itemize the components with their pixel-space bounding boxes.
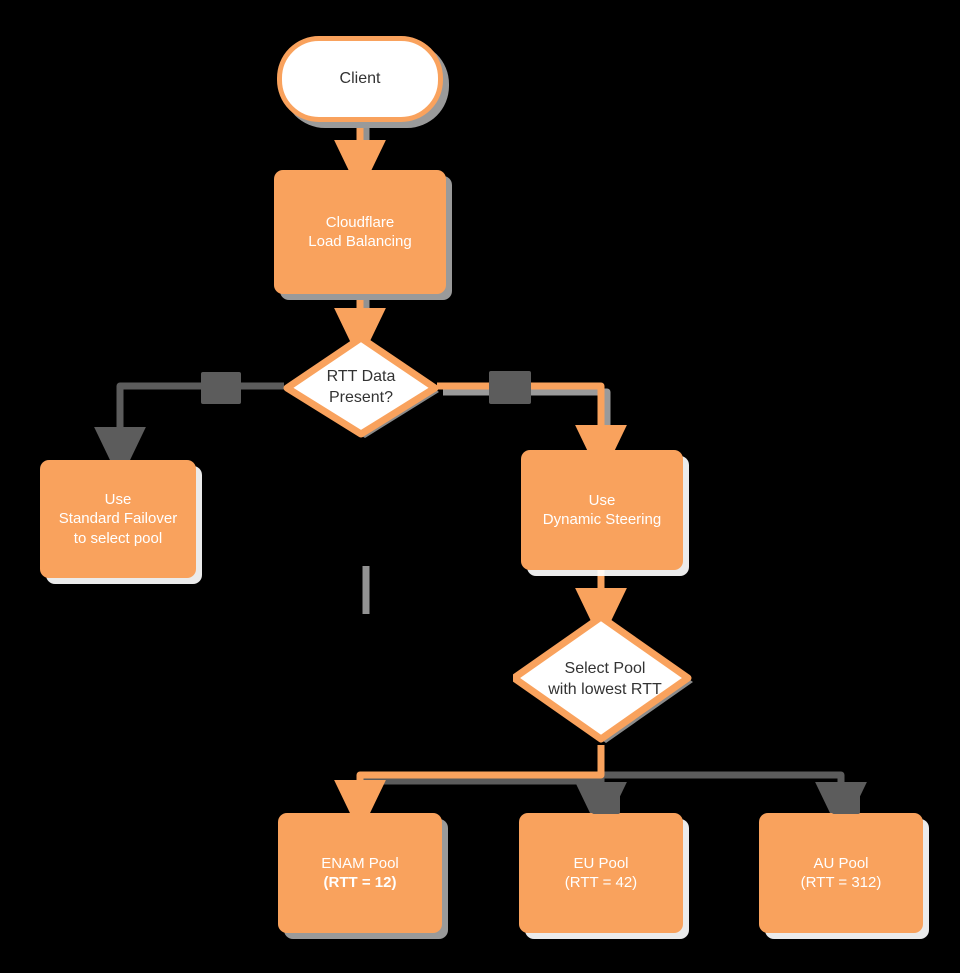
node-enam-pool-line2: (RTT = 12) [323, 874, 397, 891]
node-eu-pool-line2: (RTT = 42) [564, 874, 638, 891]
select-pool-diamond-shape [513, 613, 693, 743]
edge-label-rtt-no [201, 372, 241, 404]
node-standard-failover[interactable]: Use Standard Failover to select pool [40, 460, 196, 578]
edge-label-rtt-yes [489, 371, 531, 404]
node-au-pool-line2: (RTT = 312) [800, 874, 882, 891]
node-standard-failover-line1: Use [104, 490, 132, 508]
node-eu-pool[interactable]: EU Pool (RTT = 42) [519, 813, 683, 933]
node-au-pool[interactable]: AU Pool (RTT = 312) [759, 813, 923, 933]
node-enam-pool-line1: ENAM Pool [321, 854, 399, 872]
node-eu-pool-line1: EU Pool [573, 854, 629, 872]
node-client[interactable]: Client [277, 36, 443, 122]
edge-select-pool-to-enam-pool [334, 745, 605, 834]
node-cloudflare-load-balancing-line1: Cloudflare [325, 213, 395, 231]
node-select-pool-lowest-rtt[interactable]: Select Pool with lowest RTT [513, 612, 697, 748]
node-au-pool-line1: AU Pool [813, 854, 869, 872]
node-enam-pool[interactable]: ENAM Pool (RTT = 12) [278, 813, 442, 933]
edge-label-pool-au [832, 788, 860, 814]
node-dynamic-steering[interactable]: Use Dynamic Steering [521, 450, 683, 570]
node-dynamic-steering-line2: Dynamic Steering [542, 511, 662, 528]
edge-select-pool-to-au-pool [601, 771, 867, 836]
node-standard-failover-line3: to select pool [73, 529, 163, 547]
node-standard-failover-line2: Standard Failover [58, 510, 178, 528]
edge-label-pool-eu [592, 788, 620, 814]
node-rtt-data-present[interactable]: RTT Data Present? [279, 334, 443, 442]
node-dynamic-steering-line1: Use [588, 491, 616, 509]
node-cloudflare-load-balancing[interactable]: Cloudflare Load Balancing [274, 170, 446, 294]
rtt-decision-diamond-shape [283, 334, 439, 438]
node-client-label: Client [339, 69, 381, 87]
edge-shadow-select-to-enam [362, 777, 601, 816]
node-cloudflare-load-balancing-line2: Load Balancing [308, 233, 412, 250]
